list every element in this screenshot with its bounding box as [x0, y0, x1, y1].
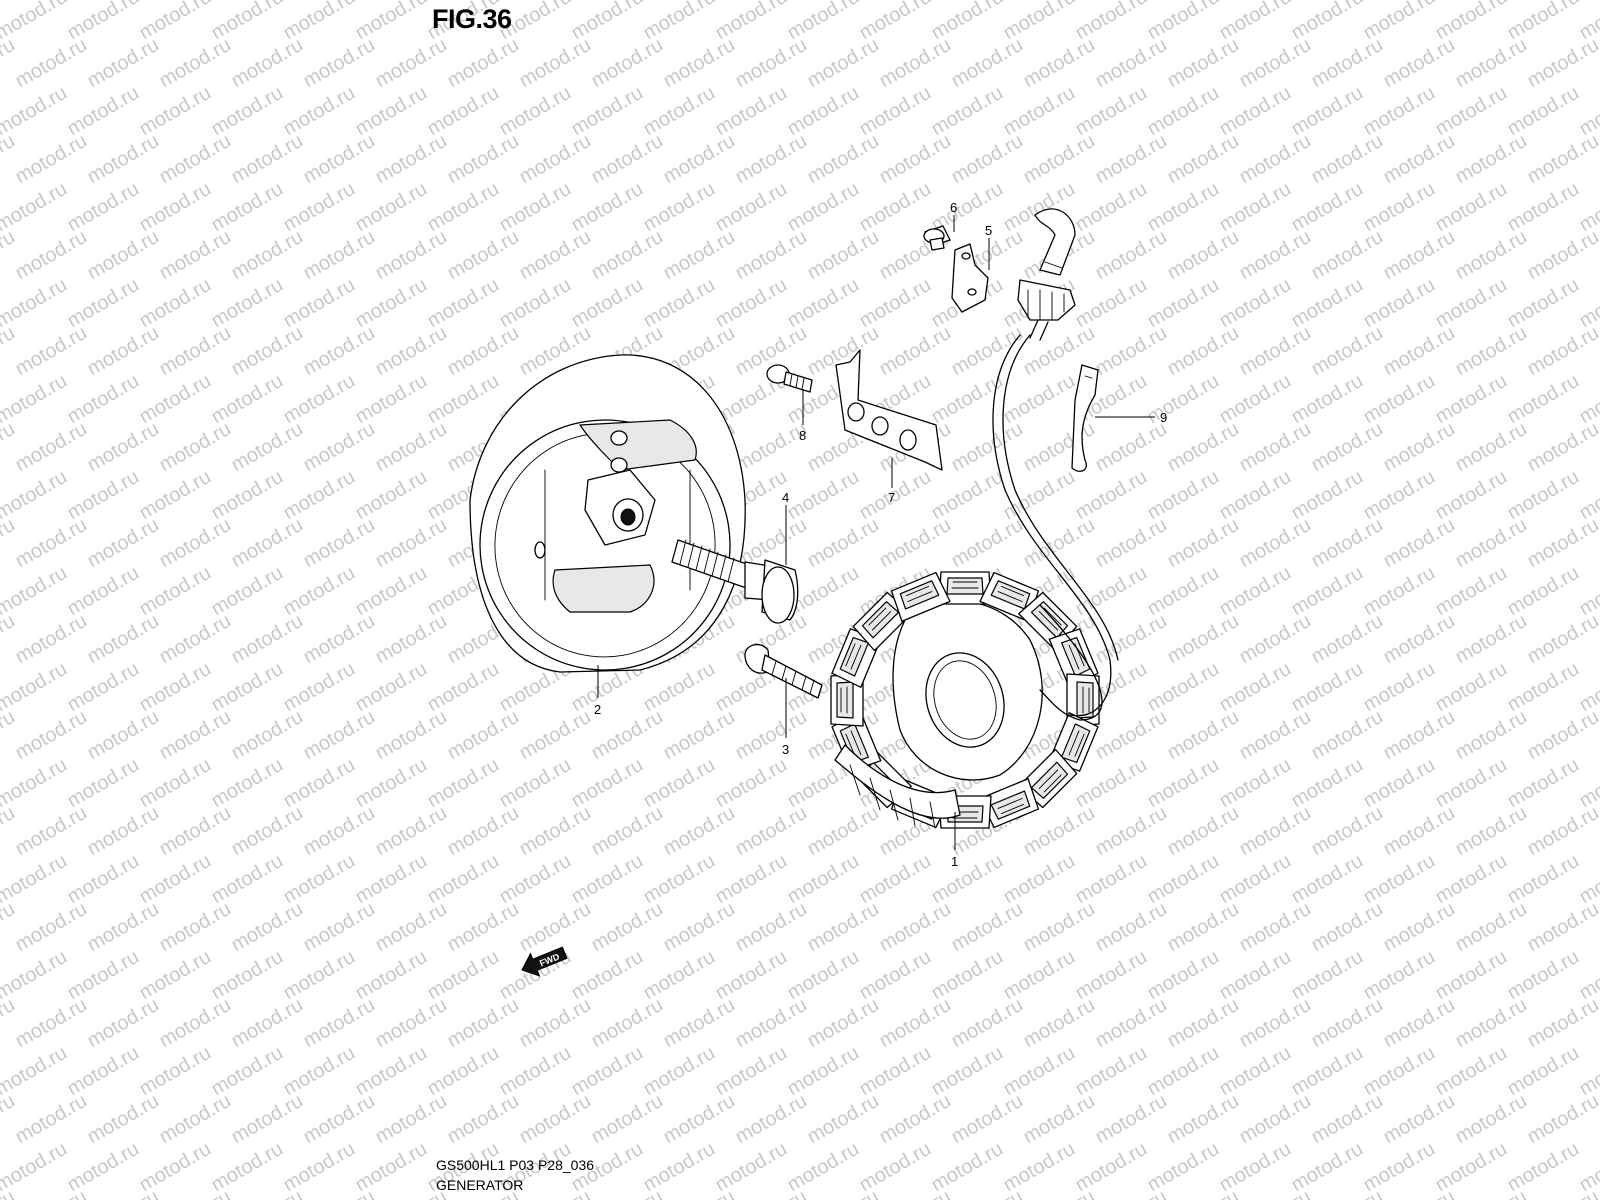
stator-lead-wire: [992, 208, 1119, 721]
callout-1: 1: [951, 854, 958, 869]
clamp-9: [1071, 364, 1099, 472]
rotor-bolt: [671, 539, 799, 624]
stator-assembly: [830, 571, 1100, 829]
fwd-arrow-icon: FWD: [521, 946, 568, 977]
figure-title: FIG.36: [432, 4, 512, 34]
cover-plate-7: [835, 349, 943, 471]
stator-coil: [830, 673, 864, 727]
callout-2: 2: [594, 702, 601, 717]
callout-3: 3: [782, 742, 789, 757]
fwd-label: FWD: [538, 951, 561, 968]
callout-9: 9: [1160, 410, 1167, 425]
callout-7: 7: [888, 490, 895, 505]
rotor-flywheel: [469, 354, 746, 673]
callout-6: 6: [950, 200, 957, 215]
figure-name: GENERATOR: [436, 1177, 524, 1193]
callout-5: 5: [985, 223, 992, 238]
stator-screw: [744, 643, 823, 699]
bolt-8: [766, 364, 813, 393]
stator-coil: [979, 778, 1040, 829]
stator-coil: [890, 571, 951, 622]
callout-8: 8: [799, 428, 806, 443]
callout-4: 4: [782, 490, 789, 505]
stator-coil: [831, 712, 882, 772]
figure-code: GS500HL1 P03 P28_036: [436, 1157, 595, 1173]
small-bolt-6: [923, 225, 951, 251]
clamp-plate-5: [951, 243, 989, 313]
